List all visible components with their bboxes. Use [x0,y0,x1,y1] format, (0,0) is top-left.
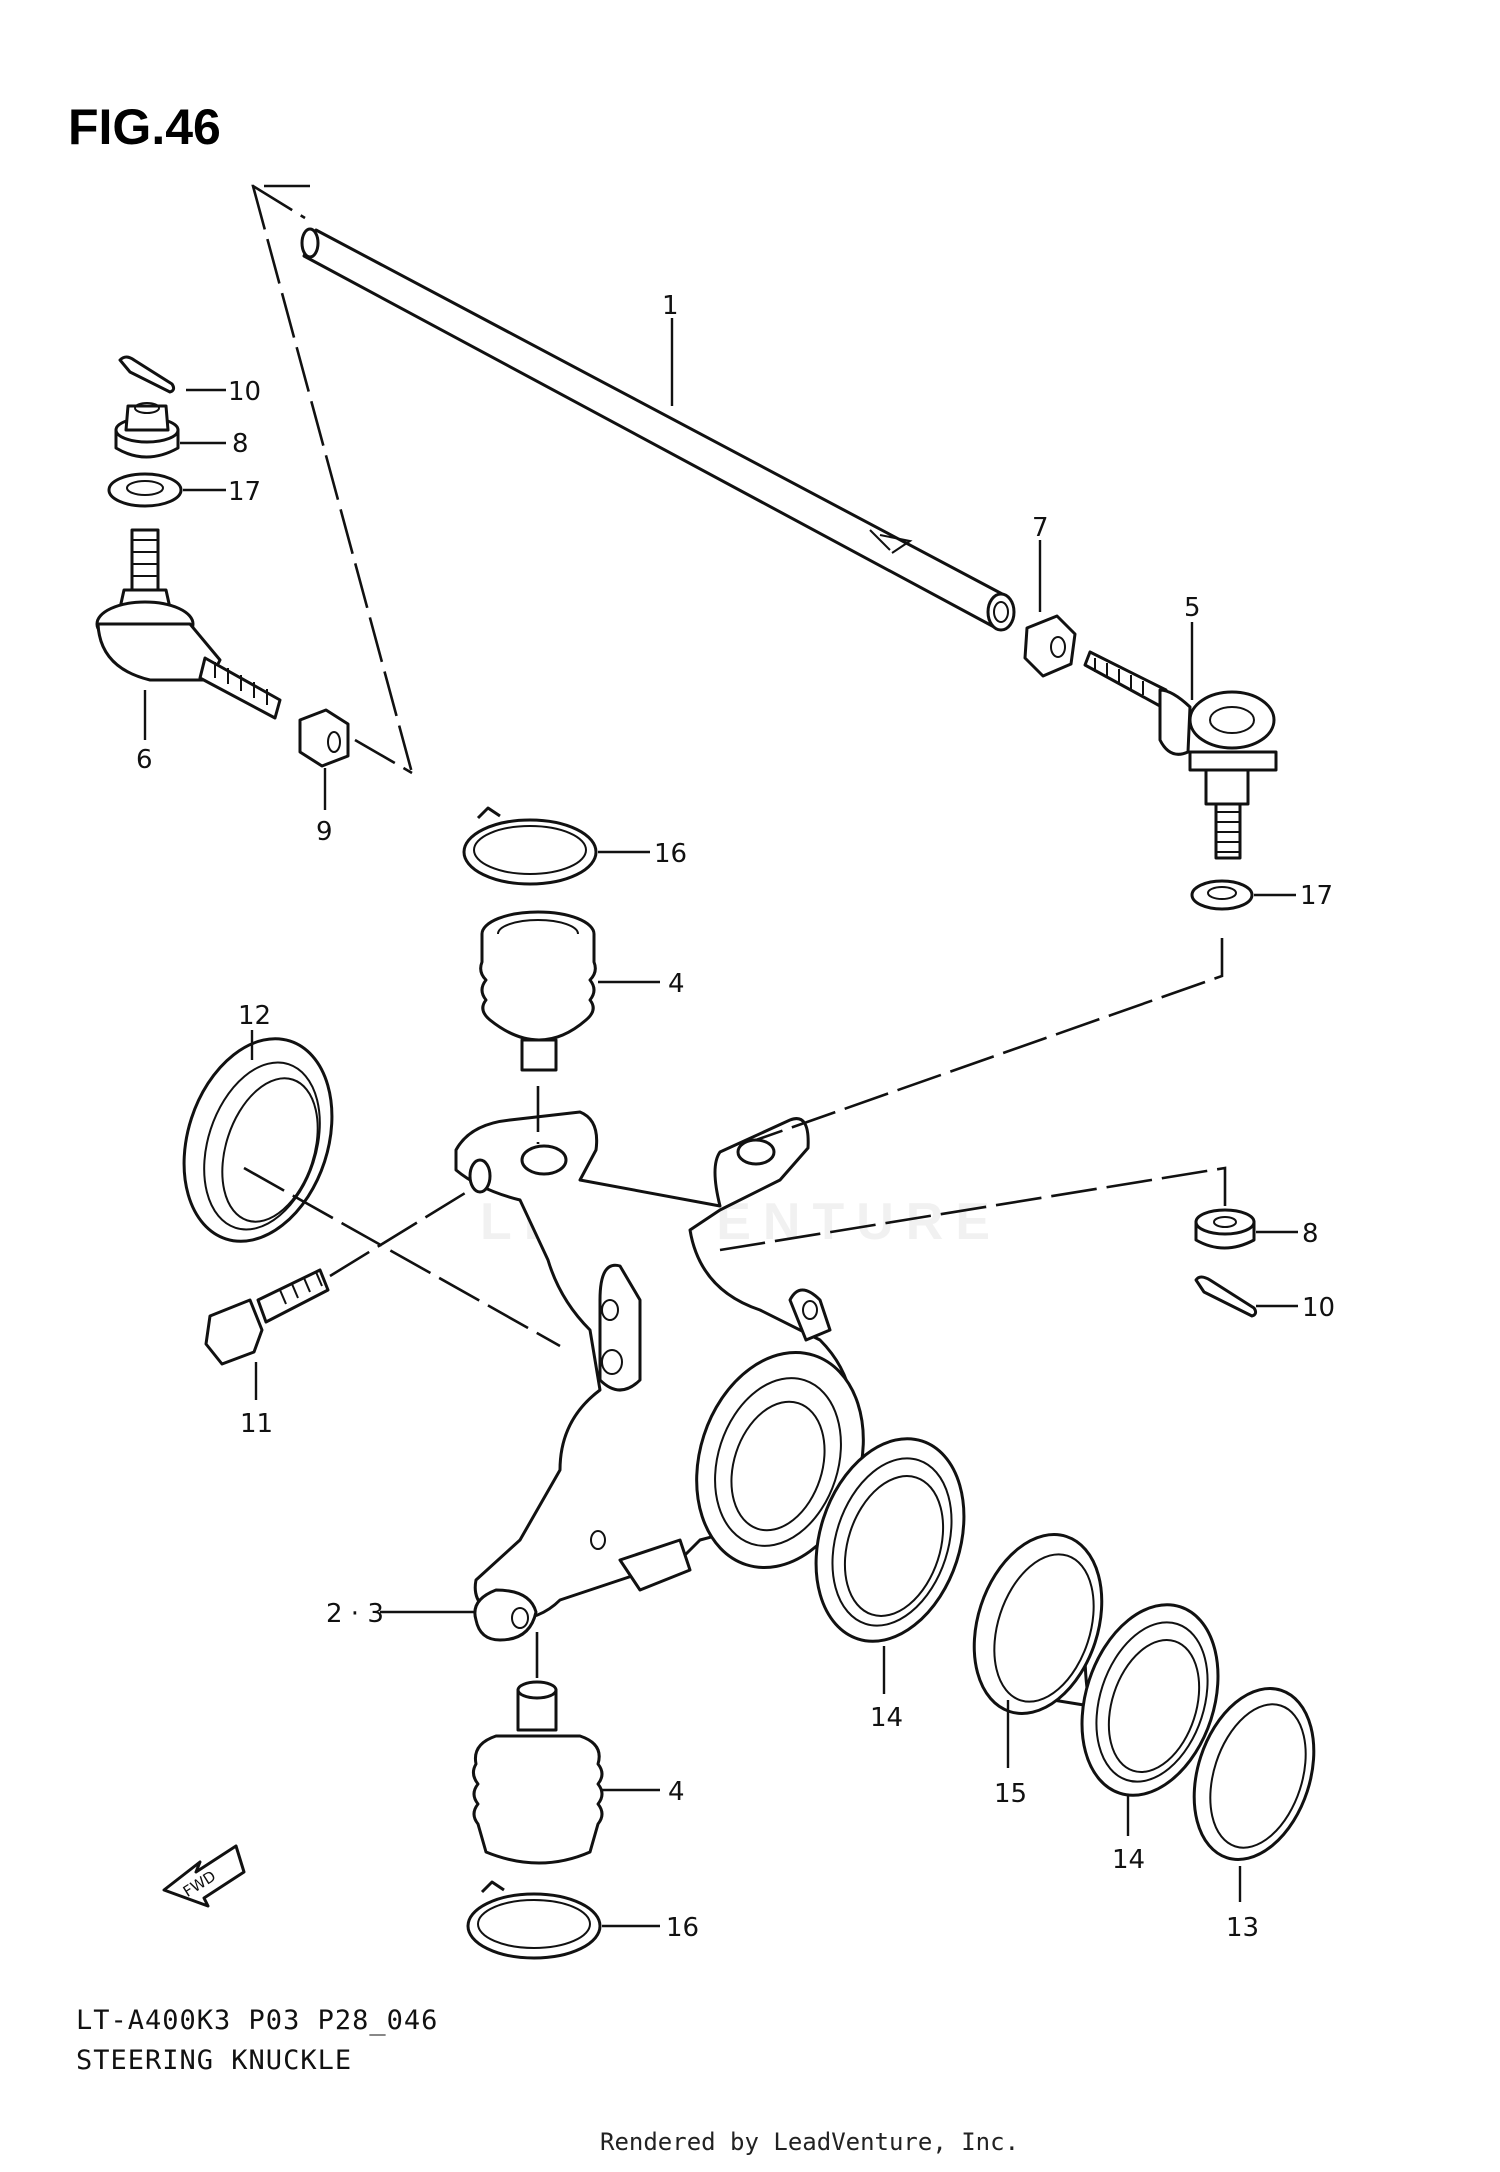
callout-14-a: 14 [870,1703,903,1733]
figure-caption: STEERING KNUCKLE [76,2045,353,2076]
callout-17-top: 17 [228,477,261,507]
lock-nut-left-part [298,708,350,768]
washer-right-part [1190,879,1254,911]
callout-1: 1 [662,291,679,321]
castle-nut-top-part [114,402,180,459]
tie-rod-end-inner-part [95,528,282,720]
callout-16-lower: 16 [666,1913,699,1943]
callout-16-upper: 16 [654,839,687,869]
callout-17-right: 17 [1300,881,1333,911]
callout-15: 15 [994,1779,1027,1809]
leader-lines [143,318,1298,1928]
circlip-upper-part [462,806,598,886]
fwd-arrow-icon [162,1844,246,1908]
callout-6: 6 [136,745,153,775]
castle-nut-right-part [1194,1208,1256,1250]
callout-12: 12 [238,1001,271,1031]
bolt-part [204,1268,330,1366]
spacer-part [972,1533,1104,1715]
callout-4-upper: 4 [668,969,685,999]
callout-5: 5 [1184,593,1201,623]
render-credit: Rendered by LeadVenture, Inc. [600,2128,1020,2156]
callout-13: 13 [1226,1913,1259,1943]
assembly-bracket [251,184,414,775]
bearing-2-part [1080,1603,1220,1797]
figure-code: LT-A400K3 P03 P28_046 [76,2005,439,2036]
figure-title: FIG.46 [68,99,221,155]
ball-joint-lower-part [471,1680,604,1865]
assembly-center-lines [243,938,1227,1686]
callout-2-3: 2 · 3 [326,1599,384,1629]
callout-labels: 1 5 6 7 9 10 8 17 17 16 4 12 8 10 11 2 ·… [136,291,1335,1943]
callout-9: 9 [316,817,333,847]
washer-top-part [107,472,183,508]
cotter-pin-right-part [1194,1275,1258,1318]
lock-nut-right-part [1023,614,1077,678]
ball-joint-upper-part [479,910,597,1072]
callout-8-right: 8 [1302,1219,1319,1249]
circlip-lower-part [466,1880,602,1960]
oil-seal-large-part [182,1037,334,1243]
bearing-1-part [814,1437,966,1643]
tie-rod-part [300,227,1016,632]
tie-rod-end-outer-part [1083,650,1278,860]
callout-10-top: 10 [228,377,261,407]
cotter-pin-top-part [118,355,176,394]
oil-seal-small-part [1192,1687,1316,1861]
callout-10-right: 10 [1302,1293,1335,1323]
callout-14-b: 14 [1112,1845,1145,1875]
callout-7: 7 [1032,513,1049,543]
callout-8-top: 8 [232,429,249,459]
callout-11: 11 [240,1409,273,1439]
callout-4-lower: 4 [668,1777,685,1807]
